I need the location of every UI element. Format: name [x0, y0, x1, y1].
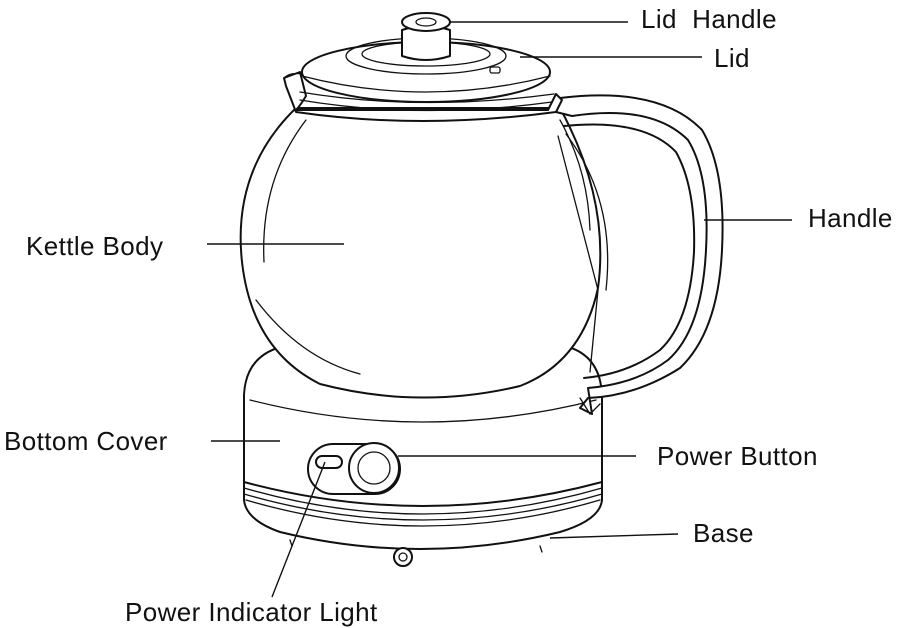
label-handle: Handle — [808, 203, 893, 233]
power-controls — [307, 442, 401, 495]
label-power-indicator-light: Power Indicator Light — [125, 597, 378, 627]
power-button-graphic — [348, 442, 400, 494]
label-lid: Lid — [714, 43, 750, 73]
leader-lines — [207, 21, 792, 598]
label-power-button: Power Button — [657, 441, 818, 471]
rim-part — [283, 71, 563, 122]
kettle-body-part — [239, 107, 602, 399]
label-kettle-body: Kettle Body — [26, 231, 163, 261]
lid-part — [301, 37, 551, 103]
handle-part — [547, 94, 724, 416]
label-bottom-cover: Bottom Cover — [4, 426, 168, 456]
lid-handle-part — [401, 12, 451, 61]
leader-base — [549, 533, 679, 539]
label-lid-handle: Lid Handle — [641, 4, 777, 34]
power-indicator-light-graphic — [315, 455, 343, 469]
leader-power-indicator-light — [271, 461, 326, 598]
label-base: Base — [693, 518, 754, 548]
